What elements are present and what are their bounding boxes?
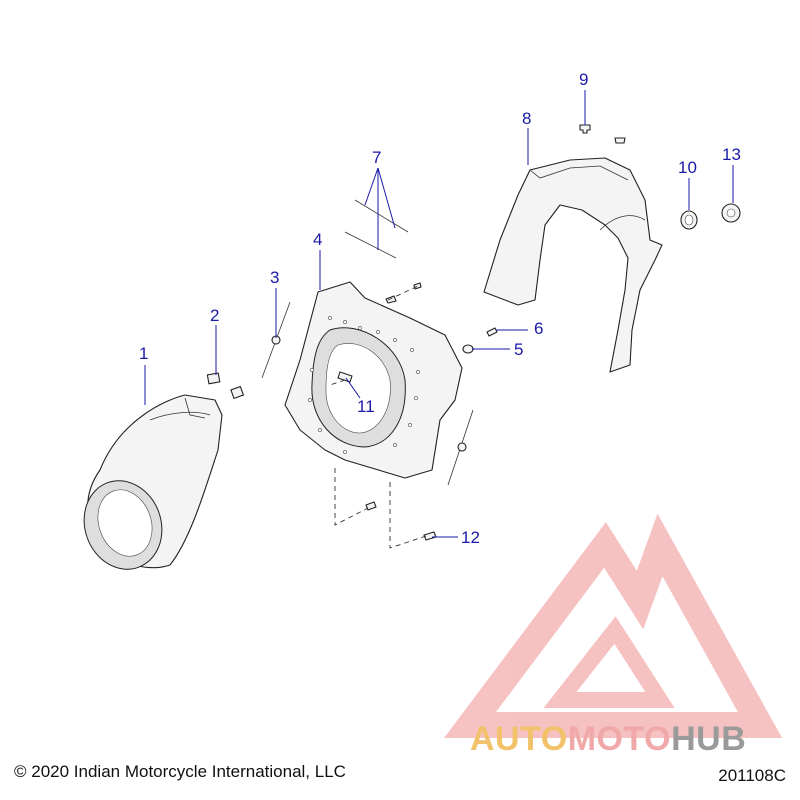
part-inner-clip [337, 371, 353, 383]
callout-13: 13 [722, 145, 741, 164]
callout-10: 10 [678, 158, 697, 177]
leader-lines [144, 90, 734, 538]
watermark-moto: MOTO [567, 720, 672, 758]
callout-11: 11 [357, 397, 375, 416]
callout-labels: 1 2 3 4 5 6 7 8 9 10 11 12 13 [139, 70, 741, 547]
part-inner-bracket [284, 281, 463, 479]
watermark-brand: AUTOMOTOHUB [470, 720, 746, 759]
callout-6: 6 [534, 319, 543, 338]
part-clips [206, 372, 244, 399]
part-headlight-nacelle [83, 394, 223, 570]
part-cable-tie-left [261, 301, 291, 379]
watermark-logo [444, 513, 783, 738]
hardware [365, 124, 741, 541]
callout-2: 2 [210, 306, 219, 325]
alignment-lines [329, 285, 427, 549]
callout-1: 1 [139, 344, 148, 363]
part-rods [344, 199, 409, 259]
watermark-hub: HUB [671, 720, 747, 758]
callout-9: 9 [579, 70, 588, 89]
callout-12: 12 [461, 528, 480, 547]
callout-5: 5 [514, 340, 523, 359]
part-outer-fairing [483, 157, 663, 373]
diagram-code: 201108C [718, 766, 786, 785]
callout-8: 8 [522, 109, 531, 128]
watermark-auto: AUTO [470, 720, 568, 758]
callout-3: 3 [270, 268, 279, 287]
copyright-text: © 2020 Indian Motorcycle International, … [14, 762, 346, 781]
callout-7: 7 [372, 148, 381, 167]
callout-4: 4 [313, 230, 322, 249]
